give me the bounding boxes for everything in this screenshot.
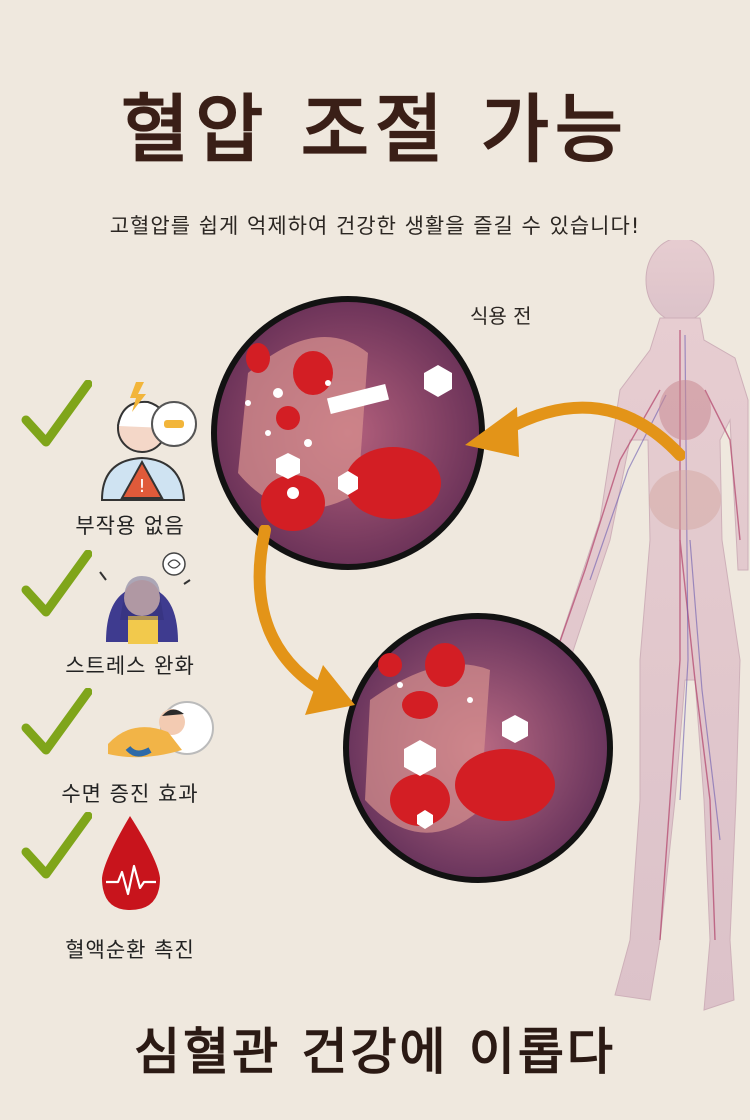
warning-person-icon: ! (100, 382, 197, 501)
page-subtitle: 고혈압를 쉽게 억제하여 건강한 생활을 즐길 수 있습니다! (109, 214, 641, 238)
benefit-label: 부작용 없음 (75, 514, 185, 538)
page-title: 혈압 조절 가능 (120, 87, 629, 173)
blood-drop-icon (102, 816, 160, 910)
benefit-circulation: 혈액순환 촉진 (20, 812, 240, 972)
benefit-stress-relief: 스트레스 완화 (20, 550, 240, 710)
stressed-person-icon (99, 552, 191, 644)
benefit-label: 혈액순환 촉진 (65, 938, 195, 962)
benefit-no-side-effects: ! 부작용 없음 (20, 380, 240, 540)
vessel-circle-before (211, 296, 485, 570)
benefit-label: 수면 증진 효과 (61, 782, 199, 806)
check-icon (21, 380, 92, 447)
arrow-before-to-after (253, 525, 355, 715)
before-use-label: 식용 전 (470, 304, 532, 328)
arrow-body-to-circle (465, 401, 685, 461)
check-icon (21, 812, 92, 879)
vessel-circle-after (343, 613, 613, 883)
svg-text:!: ! (138, 476, 145, 497)
check-icon (21, 550, 92, 617)
footer-tagline: 심혈관 건강에 이롭다 (134, 1023, 616, 1081)
check-icon (21, 688, 92, 755)
human-body-illustration (500, 240, 749, 1011)
benefit-sleep: 수면 증진 효과 (20, 688, 240, 848)
sleeping-person-icon (108, 701, 214, 758)
benefit-label: 스트레스 완화 (65, 654, 195, 678)
